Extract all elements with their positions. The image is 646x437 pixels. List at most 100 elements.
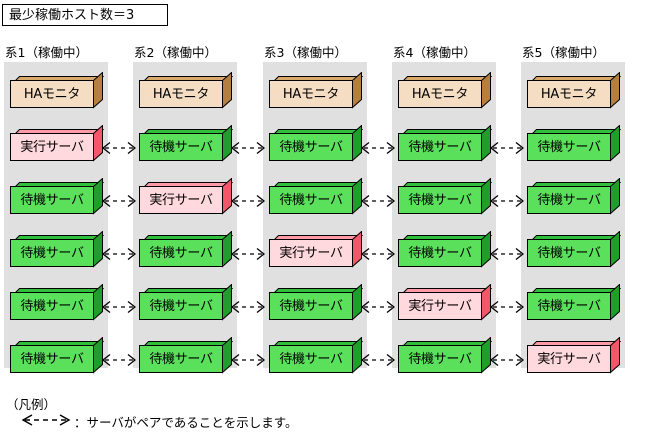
box-label: HAモニタ bbox=[540, 86, 598, 102]
active-server-box-c5-r5[interactable]: 実行サーバ bbox=[526, 336, 622, 374]
system-column-header-4: 系4（稼働中） bbox=[393, 45, 476, 60]
standby-server-box-c5-r3[interactable]: 待機サーバ bbox=[526, 230, 622, 268]
pair-connector-arrow-c1-c2-r1 bbox=[101, 140, 137, 155]
pair-connector-arrow-c2-c3-r3 bbox=[230, 246, 266, 261]
standby-server-box-c2-r4[interactable]: 待機サーバ bbox=[138, 283, 234, 321]
box-label: 待機サーバ bbox=[20, 245, 84, 261]
system-column-header-1: 系1（稼働中） bbox=[5, 45, 88, 60]
box-front-face: 実行サーバ bbox=[527, 345, 611, 373]
box-front-face: 待機サーバ bbox=[269, 292, 353, 320]
standby-server-box-c2-r3[interactable]: 待機サーバ bbox=[138, 230, 234, 268]
box-front-face: 待機サーバ bbox=[10, 345, 94, 373]
system-column-header-5: 系5（稼働中） bbox=[522, 45, 605, 60]
legend-row: ：サーバがペアであることを示します。 bbox=[6, 413, 298, 431]
system-column-5: 系5（稼働中）HAモニタ待機サーバ待機サーバ待機サーバ待機サーバ実行サーバ bbox=[521, 45, 625, 374]
box-front-face: HAモニタ bbox=[10, 80, 94, 108]
box-label: 待機サーバ bbox=[537, 245, 601, 261]
box-side-face bbox=[610, 283, 620, 321]
standby-server-box-c4-r1[interactable]: 待機サーバ bbox=[397, 124, 493, 162]
box-side-face bbox=[352, 71, 362, 109]
box-front-face: 待機サーバ bbox=[269, 133, 353, 161]
standby-server-box-c4-r3[interactable]: 待機サーバ bbox=[397, 230, 493, 268]
system-column-panel-3: HAモニタ待機サーバ待機サーバ実行サーバ待機サーバ待機サーバ bbox=[263, 62, 367, 374]
system-column-1: 系1（稼働中）HAモニタ実行サーバ待機サーバ待機サーバ待機サーバ待機サーバ bbox=[4, 45, 108, 374]
box-front-face: 待機サーバ bbox=[527, 239, 611, 267]
ha-monitor-box-c3-r0[interactable]: HAモニタ bbox=[268, 71, 364, 109]
standby-server-box-c1-r4[interactable]: 待機サーバ bbox=[9, 283, 105, 321]
system-column-header-3: 系3（稼働中） bbox=[264, 45, 347, 60]
pair-connector-arrow-c3-c4-r4 bbox=[360, 299, 396, 314]
box-front-face: 待機サーバ bbox=[398, 186, 482, 214]
box-front-face: 実行サーバ bbox=[139, 186, 223, 214]
pair-connector-arrow-c3-c4-r5 bbox=[360, 352, 396, 367]
pair-connector-arrow-c1-c2-r5 bbox=[101, 352, 137, 367]
box-label: 実行サーバ bbox=[537, 351, 601, 367]
box-front-face: 待機サーバ bbox=[10, 292, 94, 320]
box-label: 実行サーバ bbox=[279, 245, 343, 261]
box-label: HAモニタ bbox=[23, 86, 81, 102]
standby-server-box-c3-r1[interactable]: 待機サーバ bbox=[268, 124, 364, 162]
standby-server-box-c2-r1[interactable]: 待機サーバ bbox=[138, 124, 234, 162]
box-front-face: 待機サーバ bbox=[10, 186, 94, 214]
active-server-box-c2-r2[interactable]: 実行サーバ bbox=[138, 177, 234, 215]
box-front-face: 待機サーバ bbox=[139, 239, 223, 267]
minimum-active-hosts-label: 最少稼働ホスト数＝3 bbox=[9, 7, 135, 23]
standby-server-box-c1-r5[interactable]: 待機サーバ bbox=[9, 336, 105, 374]
pair-connector-arrow-c4-c5-r4 bbox=[489, 299, 525, 314]
pair-connector-arrow-c2-c3-r1 bbox=[230, 140, 266, 155]
box-label: 待機サーバ bbox=[20, 192, 84, 208]
box-label: 待機サーバ bbox=[279, 298, 343, 314]
standby-server-box-c1-r3[interactable]: 待機サーバ bbox=[9, 230, 105, 268]
ha-monitor-box-c5-r0[interactable]: HAモニタ bbox=[526, 71, 622, 109]
box-label: 待機サーバ bbox=[279, 139, 343, 155]
box-label: 待機サーバ bbox=[149, 298, 213, 314]
legend-title: （凡例） bbox=[6, 397, 57, 412]
box-label: 実行サーバ bbox=[149, 192, 213, 208]
standby-server-box-c3-r4[interactable]: 待機サーバ bbox=[268, 283, 364, 321]
box-label: 待機サーバ bbox=[537, 298, 601, 314]
system-column-panel-2: HAモニタ待機サーバ実行サーバ待機サーバ待機サーバ待機サーバ bbox=[133, 62, 237, 374]
box-front-face: 待機サーバ bbox=[398, 239, 482, 267]
standby-server-box-c1-r2[interactable]: 待機サーバ bbox=[9, 177, 105, 215]
box-front-face: 待機サーバ bbox=[139, 345, 223, 373]
pair-connector-arrow-c1-c2-r3 bbox=[101, 246, 137, 261]
standby-server-box-c2-r5[interactable]: 待機サーバ bbox=[138, 336, 234, 374]
system-column-header-2: 系2（稼働中） bbox=[134, 45, 217, 60]
system-column-panel-1: HAモニタ実行サーバ待機サーバ待機サーバ待機サーバ待機サーバ bbox=[4, 62, 108, 374]
system-column-panel-4: HAモニタ待機サーバ待機サーバ待機サーバ実行サーバ待機サーバ bbox=[392, 62, 496, 374]
box-label: 待機サーバ bbox=[279, 192, 343, 208]
box-front-face: HAモニタ bbox=[398, 80, 482, 108]
box-label: 待機サーバ bbox=[149, 245, 213, 261]
legend-description: ：サーバがペアであることを示します。 bbox=[74, 414, 298, 430]
box-front-face: 待機サーバ bbox=[139, 133, 223, 161]
standby-server-box-c4-r2[interactable]: 待機サーバ bbox=[397, 177, 493, 215]
box-label: 待機サーバ bbox=[279, 351, 343, 367]
box-front-face: 待機サーバ bbox=[527, 292, 611, 320]
box-side-face bbox=[610, 336, 620, 374]
pair-connector-arrow-c4-c5-r1 bbox=[489, 140, 525, 155]
box-side-face bbox=[93, 71, 103, 109]
ha-monitor-box-c1-r0[interactable]: HAモニタ bbox=[9, 71, 105, 109]
standby-server-box-c5-r2[interactable]: 待機サーバ bbox=[526, 177, 622, 215]
box-label: HAモニタ bbox=[152, 86, 210, 102]
pair-connector-arrow-c3-c4-r3 bbox=[360, 246, 396, 261]
pair-connector-arrow-c2-c3-r4 bbox=[230, 299, 266, 314]
box-label: 待機サーバ bbox=[408, 139, 472, 155]
ha-monitor-box-c2-r0[interactable]: HAモニタ bbox=[138, 71, 234, 109]
box-label: 待機サーバ bbox=[20, 298, 84, 314]
ha-monitor-box-c4-r0[interactable]: HAモニタ bbox=[397, 71, 493, 109]
box-label: HAモニタ bbox=[282, 86, 340, 102]
box-front-face: 待機サーバ bbox=[398, 345, 482, 373]
active-server-box-c3-r3[interactable]: 実行サーバ bbox=[268, 230, 364, 268]
standby-server-box-c5-r1[interactable]: 待機サーバ bbox=[526, 124, 622, 162]
standby-server-box-c5-r4[interactable]: 待機サーバ bbox=[526, 283, 622, 321]
active-server-box-c4-r4[interactable]: 実行サーバ bbox=[397, 283, 493, 321]
box-label: 待機サーバ bbox=[408, 351, 472, 367]
standby-server-box-c4-r5[interactable]: 待機サーバ bbox=[397, 336, 493, 374]
pair-arrow-icon bbox=[20, 413, 72, 431]
box-label: 実行サーバ bbox=[408, 298, 472, 314]
standby-server-box-c3-r5[interactable]: 待機サーバ bbox=[268, 336, 364, 374]
box-front-face: HAモニタ bbox=[139, 80, 223, 108]
active-server-box-c1-r1[interactable]: 実行サーバ bbox=[9, 124, 105, 162]
standby-server-box-c3-r2[interactable]: 待機サーバ bbox=[268, 177, 364, 215]
